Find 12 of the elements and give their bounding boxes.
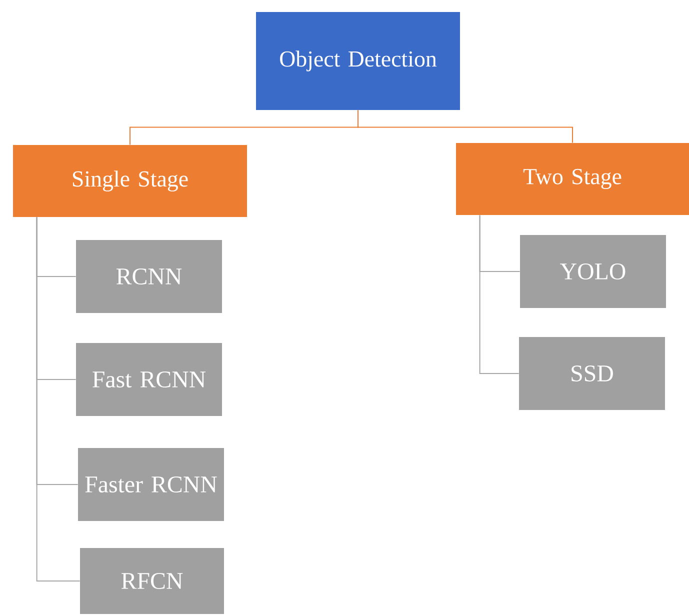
method-box: SSD xyxy=(519,337,665,410)
root-box: Object Detection xyxy=(256,12,460,110)
method-box: RFCN xyxy=(80,548,224,614)
category-box: Single Stage xyxy=(13,145,247,217)
method-box: YOLO xyxy=(520,235,666,308)
connector-line xyxy=(358,110,573,144)
method-box: RCNN xyxy=(76,240,222,313)
connector-line xyxy=(36,216,80,582)
category-box: Two Stage xyxy=(456,143,689,215)
method-box: Fast RCNN xyxy=(76,343,222,416)
connector-line xyxy=(479,214,520,374)
method-box: Faster RCNN xyxy=(78,448,224,521)
